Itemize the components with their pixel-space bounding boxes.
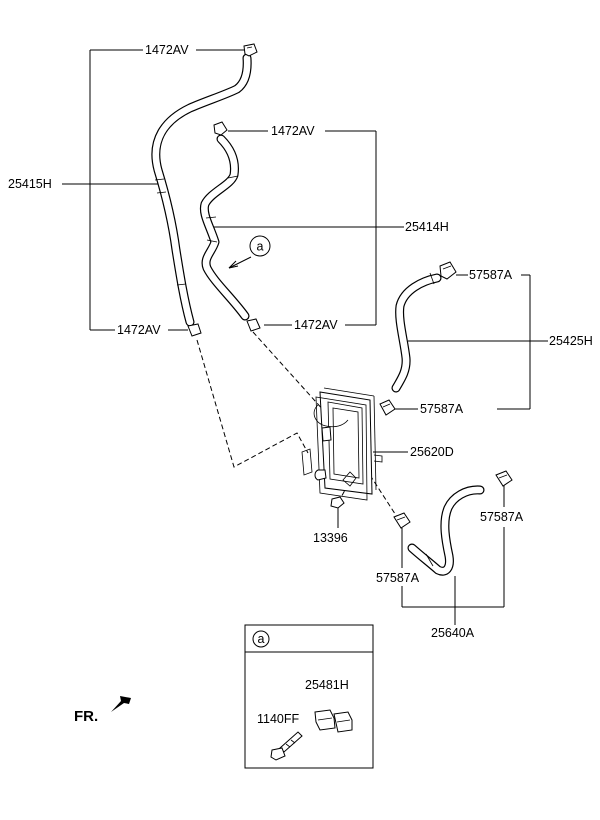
- label-25620d: 25620D: [410, 445, 454, 459]
- label-57587a-1: 57587A: [469, 268, 513, 282]
- label-1472av-mid: 1472AV: [271, 124, 315, 138]
- clip-1472av-top: [243, 43, 258, 57]
- hose-25425h: [391, 272, 442, 393]
- clip-1472av-low: [246, 318, 261, 332]
- label-1472av-low: 1472AV: [294, 318, 338, 332]
- clamp-57587a-3: [495, 470, 513, 487]
- detail-inset-a: a: [244, 624, 374, 769]
- bolt-1140ff: [270, 731, 303, 761]
- clamp-57587a-2: [379, 399, 396, 416]
- clip-1472av-mid: [213, 121, 228, 136]
- hose-25415h: [151, 53, 252, 327]
- part-labels: 1472AV 1472AV 1472AV 1472AV 25415H 25414…: [8, 43, 593, 726]
- clamp-57587a-4: [393, 512, 411, 529]
- label-13396: 13396: [313, 531, 348, 545]
- label-1472av-left: 1472AV: [117, 323, 161, 337]
- label-57587a-3: 57587A: [480, 510, 524, 524]
- label-25481h: 25481H: [305, 678, 349, 692]
- label-25425h: 25425H: [549, 334, 593, 348]
- hose-25414h: [199, 134, 250, 321]
- front-indicator: FR.: [74, 696, 131, 725]
- bolt-13396: [330, 496, 345, 509]
- label-57587a-2: 57587A: [420, 402, 464, 416]
- inset-ref-a-letter: a: [258, 632, 265, 646]
- label-25414h: 25414H: [405, 220, 449, 234]
- label-25640a: 25640A: [431, 626, 475, 640]
- leader-lines: [62, 49, 548, 743]
- label-25415h: 25415H: [8, 177, 52, 191]
- label-1140ff: 1140FF: [257, 712, 300, 726]
- clip-1472av-left: [187, 323, 202, 337]
- front-label: FR.: [74, 708, 98, 725]
- ref-a-letter: a: [257, 240, 264, 254]
- label-1472av-top: 1472AV: [145, 43, 189, 57]
- bracket-25481h: [314, 709, 353, 733]
- clamp-57587a-1: [439, 261, 457, 280]
- label-57587a-4: 57587A: [376, 571, 420, 585]
- oil-cooler-25620d: [301, 387, 383, 501]
- hose-25640a: [407, 485, 485, 576]
- ref-a-callout: a: [249, 235, 271, 257]
